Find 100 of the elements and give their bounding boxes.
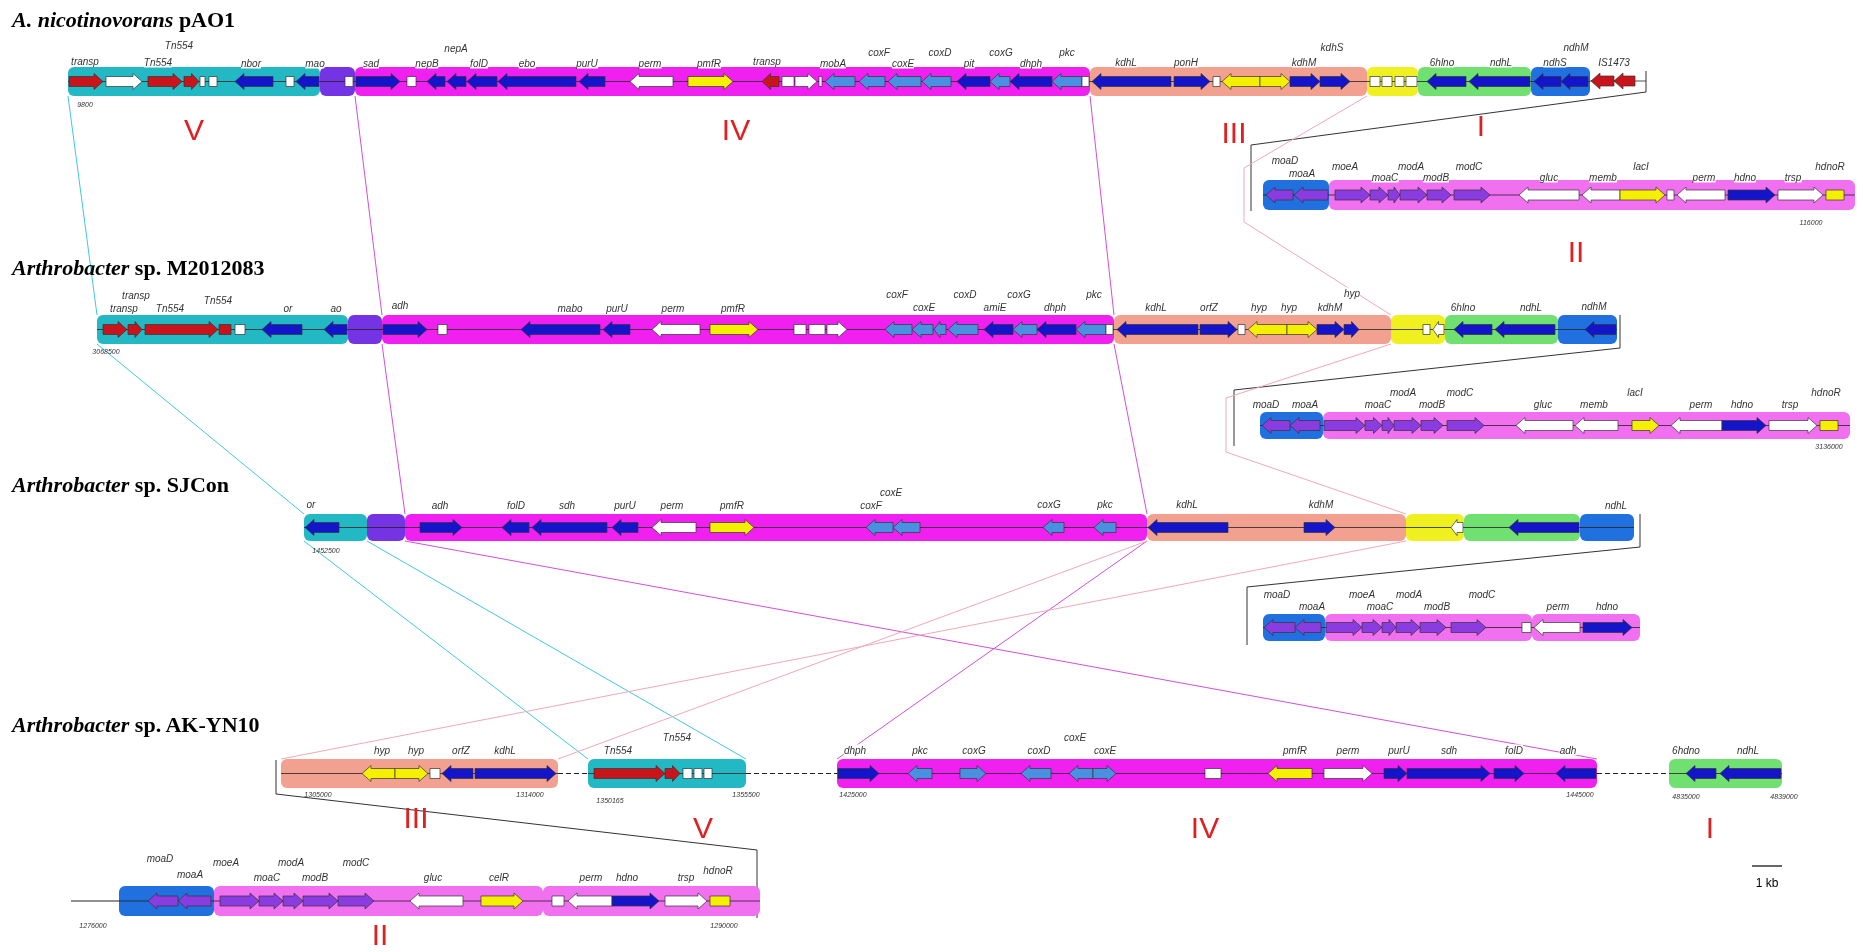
gene-label: pkc xyxy=(1059,46,1075,58)
genome-title: Arthrobacter sp. SJCon xyxy=(12,472,229,498)
gene-region-band xyxy=(1532,614,1640,641)
gene-label: kdhL xyxy=(1176,498,1198,510)
gene-label: hdnoR xyxy=(1815,160,1845,172)
genome-title: Arthrobacter sp. AK-YN10 xyxy=(12,712,260,738)
gene-label: modA xyxy=(1395,588,1423,600)
gene-label: coxG xyxy=(989,46,1013,58)
gene-region-band xyxy=(1580,514,1634,541)
gene-region-band xyxy=(348,315,382,344)
gene-label: moaA xyxy=(176,868,204,880)
region-numeral: II xyxy=(1567,237,1585,267)
synteny-line xyxy=(1243,95,1392,316)
gene-region-band xyxy=(405,514,1147,541)
synteny-line xyxy=(303,540,589,760)
gene-label: moeA xyxy=(1348,588,1376,600)
gene-label: hyp xyxy=(1343,287,1361,299)
region-numeral: V xyxy=(184,115,204,145)
gene-region-band xyxy=(543,886,760,916)
synteny-line xyxy=(381,343,406,515)
gene-label: purU xyxy=(576,57,598,69)
gene-label: coxF xyxy=(868,46,890,58)
region-numeral: IV xyxy=(721,115,751,145)
gene-region-band xyxy=(1367,67,1418,96)
genome-title: A. nicotinovorans pAO1 xyxy=(12,7,236,33)
gene-region-band xyxy=(97,315,348,344)
gene-label: moaA xyxy=(1288,167,1316,179)
region-numeral: I xyxy=(1705,813,1715,843)
region-numeral: IV xyxy=(1190,813,1220,843)
gene-label: ndhL xyxy=(1519,301,1543,313)
gene-label: Tn554 xyxy=(164,39,194,51)
gene-label: modA xyxy=(1389,386,1417,398)
gene-label: coxE xyxy=(879,486,903,498)
gene-label: sad xyxy=(362,57,380,69)
gene-label: IS1473 xyxy=(1598,56,1630,68)
synteny-line xyxy=(70,900,120,902)
synteny-line xyxy=(745,773,838,774)
synteny-line xyxy=(557,773,589,774)
gene-label: moaD xyxy=(1271,154,1299,166)
gene-label: hdnoR xyxy=(703,864,733,876)
gene-label: modC xyxy=(1446,386,1474,398)
gene-label: pkc xyxy=(1086,288,1102,300)
region-numeral: V xyxy=(693,813,713,843)
gene-region-band xyxy=(304,514,367,541)
gene-label: ponH xyxy=(1174,56,1198,68)
gene-region-band xyxy=(355,67,1090,96)
gene-label: adh xyxy=(1559,744,1577,756)
synteny-line xyxy=(1113,343,1148,515)
region-numeral: III xyxy=(403,803,429,833)
gene-region-band xyxy=(1114,315,1391,344)
gene-label: ndhS xyxy=(1543,56,1567,68)
gene-label: lacI xyxy=(1633,160,1649,172)
gene-label: transp xyxy=(753,55,781,67)
gene-label: coxE xyxy=(891,57,915,69)
gene-label: folD xyxy=(470,57,488,69)
region-numeral: I xyxy=(1476,111,1486,141)
synteny-line xyxy=(836,540,1148,760)
gene-label: modC xyxy=(342,856,370,868)
gene-label: hdno xyxy=(1733,171,1757,183)
gene-region-band xyxy=(1531,67,1590,96)
gene-region-band xyxy=(1323,412,1850,439)
gene-label: pmfR xyxy=(697,57,721,69)
gene-region-band xyxy=(382,315,1114,344)
gene-label: coxD xyxy=(953,288,977,300)
gene-label: moaD xyxy=(146,852,174,864)
gene-region-band xyxy=(1260,412,1323,439)
gene-label: 6hlno xyxy=(1450,301,1476,313)
gene-label: modB xyxy=(1422,171,1450,183)
gene-label: ebo xyxy=(518,57,536,69)
gene-region-band xyxy=(119,886,214,916)
gene-region-band xyxy=(1406,514,1464,541)
gene-label: hyp xyxy=(373,744,391,756)
gene-label: modA xyxy=(277,856,305,868)
gene-label: trsp xyxy=(1784,171,1802,183)
gene-label: moaD xyxy=(1263,588,1291,600)
gene-label: moeA xyxy=(212,856,240,868)
gene-region-band xyxy=(1445,315,1558,344)
gene-region-band xyxy=(1418,67,1531,96)
gene-label: ndhL xyxy=(1489,56,1513,68)
gene-label: moaA xyxy=(1291,398,1319,410)
synteny-line xyxy=(280,540,1407,760)
gene-label: memb xyxy=(1589,171,1617,183)
gene-label: transp xyxy=(122,289,150,301)
gene-label: adh xyxy=(431,499,449,511)
gene-label: transp xyxy=(71,55,99,67)
synteny-line xyxy=(96,343,305,515)
gene-region-band xyxy=(68,67,320,96)
synteny-line xyxy=(404,540,1598,760)
gene-label: Tn554 xyxy=(203,294,233,306)
gene-label: adh xyxy=(391,299,409,311)
gene-label: nbor xyxy=(241,57,261,69)
gene-label: Tn554 xyxy=(662,731,692,743)
scale-label: 1 kb xyxy=(1755,876,1779,890)
gene-region-band xyxy=(1558,315,1617,344)
gene-label: Tn554 xyxy=(603,744,633,756)
gene-label: pit xyxy=(963,57,975,69)
synteny-line xyxy=(354,95,383,316)
gene-label: dhph xyxy=(843,744,867,756)
gene-region-band xyxy=(1263,180,1329,210)
gene-region-band xyxy=(320,67,355,96)
